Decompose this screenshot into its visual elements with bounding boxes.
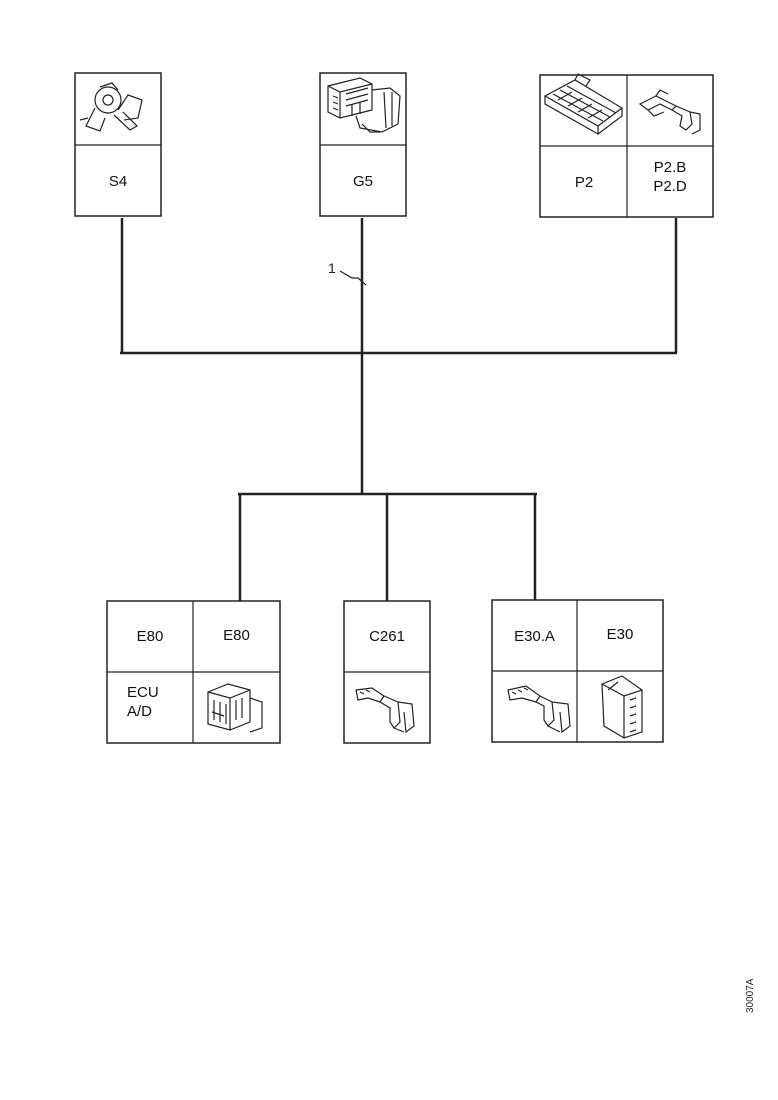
label-c261: C261 bbox=[369, 628, 405, 645]
label-s4: S4 bbox=[108, 172, 128, 190]
drawing-code: 30007A bbox=[745, 978, 756, 1013]
label-g5: G5 bbox=[352, 172, 373, 190]
label-ecu-ad: ECU A/D bbox=[127, 684, 159, 720]
connector-g5 bbox=[319, 72, 407, 217]
label-e30: E30 bbox=[606, 625, 634, 643]
label-e30a: E30.A bbox=[514, 627, 555, 645]
label-e80-left: E80 bbox=[136, 628, 164, 645]
connector-e80 bbox=[106, 600, 281, 744]
connector-s4 bbox=[74, 72, 162, 217]
connector-c261 bbox=[343, 600, 431, 744]
callout-leader bbox=[339, 270, 367, 286]
label-e80-right: E80 bbox=[223, 626, 250, 644]
label-p2b-p2d: P2.B P2.D bbox=[653, 159, 687, 195]
connector-p2 bbox=[539, 73, 714, 218]
callout-label: 1 bbox=[328, 260, 336, 276]
terminal-pin-icon bbox=[507, 685, 571, 734]
key-switch-icon bbox=[79, 82, 143, 132]
connector-housing-icon bbox=[207, 683, 263, 733]
connector-block-icon bbox=[601, 675, 643, 739]
terminal-pin-icon bbox=[355, 687, 415, 734]
connector-e30 bbox=[491, 599, 664, 743]
connector-housing-icon bbox=[327, 77, 401, 133]
terminal-pin-icon bbox=[638, 89, 701, 135]
label-p2: P2 bbox=[574, 173, 594, 191]
connector-block-icon bbox=[543, 73, 624, 136]
